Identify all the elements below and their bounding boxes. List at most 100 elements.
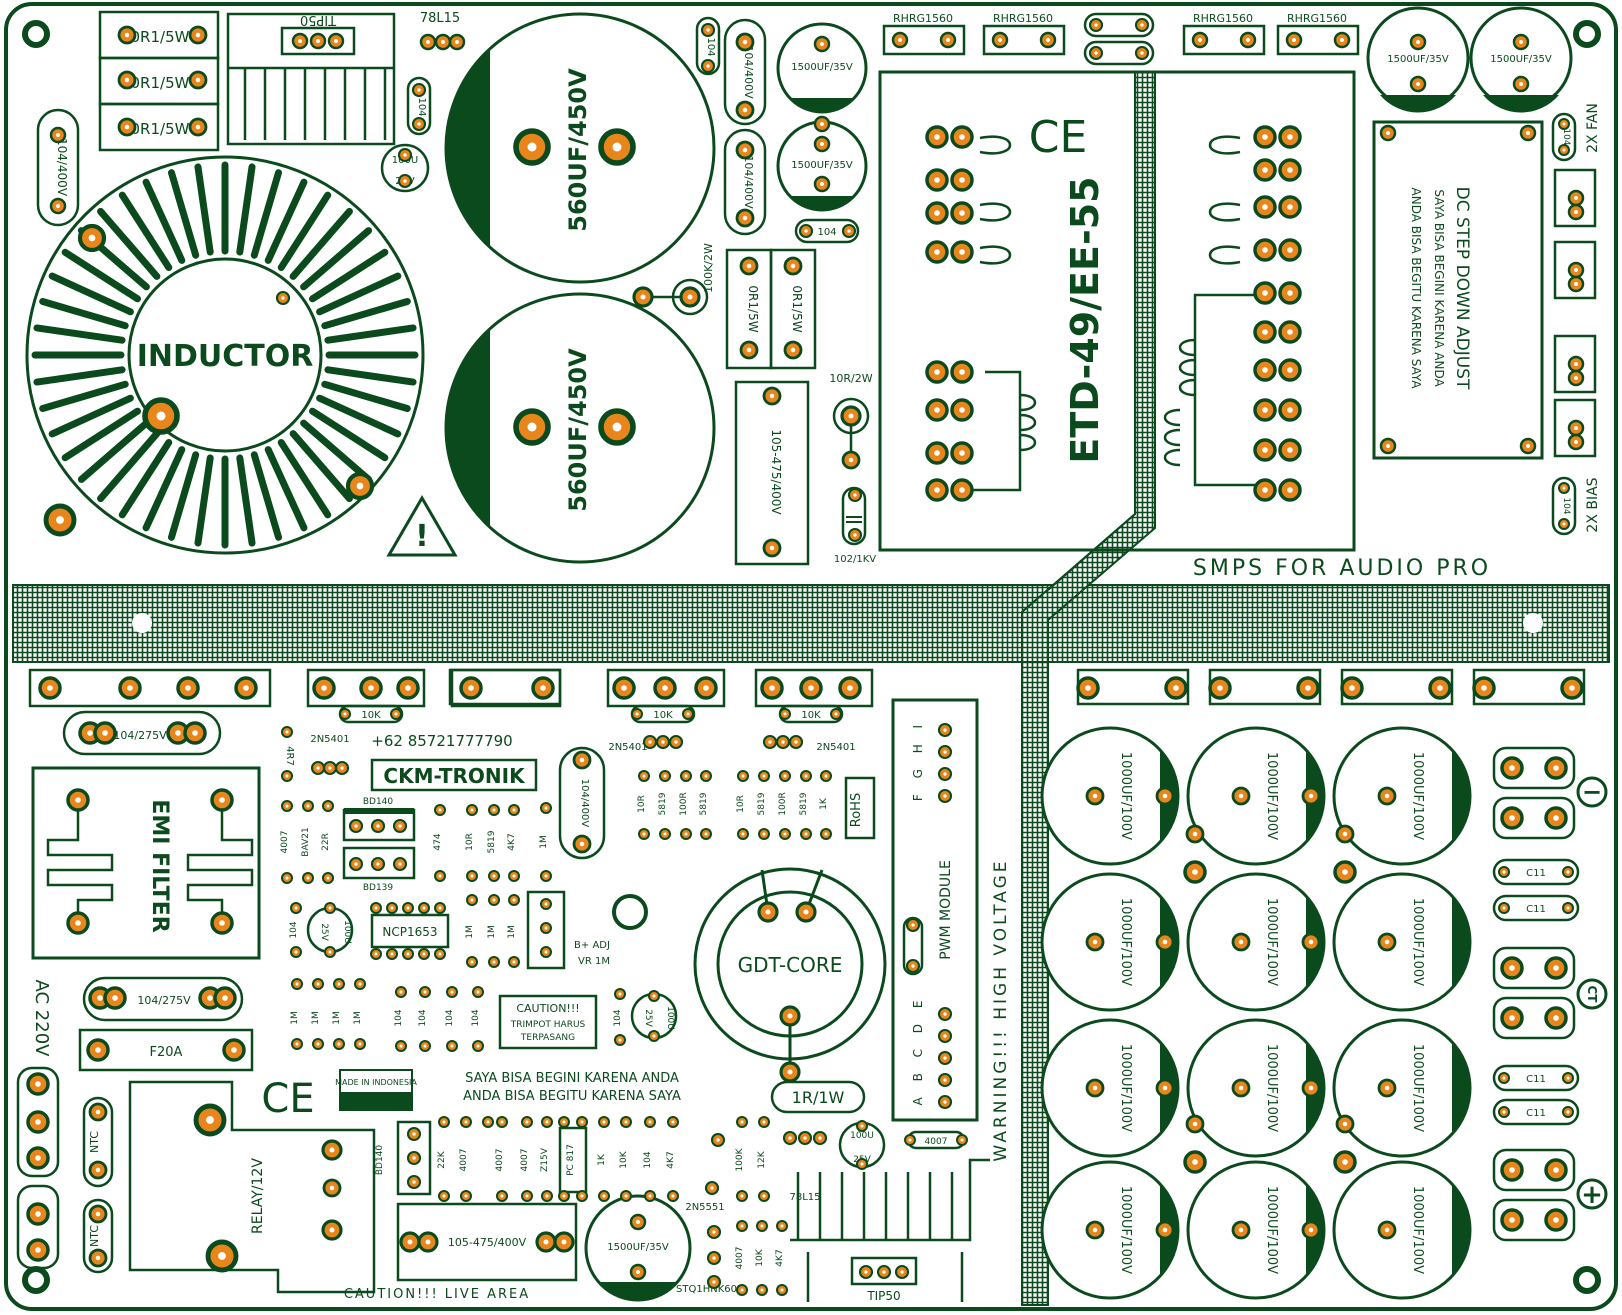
cap-1000-label: 1000UF/100V: [1118, 752, 1133, 840]
pad-drill: [960, 1138, 964, 1142]
inductor-toroid: [25, 155, 425, 555]
d-4007-f: 4007: [735, 1247, 745, 1270]
cap-104-bias: 104: [1561, 497, 1571, 514]
cap-1000-label: 1000UF/100V: [1118, 898, 1133, 986]
test-point: [612, 894, 648, 930]
pad-drill: [358, 982, 362, 986]
pad-drill: [580, 1194, 584, 1198]
d-bav21: BAV21: [301, 827, 311, 856]
cap-104-c: [695, 16, 721, 76]
cap-105-475-b-body: [396, 1202, 578, 1282]
winding-spoke: [48, 394, 134, 438]
z-z15v: Z15V: [540, 1147, 550, 1172]
tip50-top: TIP50: [300, 12, 337, 27]
tip50-bottom: TIP50: [866, 1289, 900, 1303]
pad-drill: [1092, 939, 1098, 945]
winding-spoke: [321, 380, 411, 413]
pad-drill: [642, 774, 646, 778]
pad-drill: [943, 1078, 947, 1082]
pwm-module: PWM MODULE: [938, 860, 954, 960]
pad-drill: [1308, 1227, 1314, 1233]
pad-drill: [1287, 134, 1293, 140]
cap-1000-body: [1040, 1160, 1180, 1300]
pad-drill: [417, 88, 421, 92]
caution-trim-3: TERPASANG: [520, 1033, 575, 1043]
pad-drill: [1566, 870, 1570, 874]
pad-drill: [316, 39, 320, 43]
pad-drill: [580, 1120, 584, 1124]
pad-drill: [1342, 1159, 1348, 1165]
pad-drill: [621, 685, 627, 691]
pad-drill: [624, 1194, 628, 1198]
cap-1500-c: 1500UF/35V: [1387, 54, 1449, 65]
winding-spoke: [61, 248, 142, 303]
pad-drill: [354, 824, 358, 828]
pad-drill: [684, 774, 688, 778]
cap-1000-body: [1186, 872, 1326, 1012]
dc-step-line2: ANDA BISA BEGITU KARENA SAYA: [1409, 188, 1423, 390]
cap-104-c-label: 104: [705, 37, 716, 56]
res-10k-b: 10K: [653, 710, 673, 721]
pad-drill: [765, 909, 771, 915]
pad-drill: [1092, 793, 1098, 799]
pad-drill: [848, 457, 854, 463]
pad-drill: [769, 545, 775, 551]
fuse-holder: [78, 1028, 254, 1072]
pad-drill: [321, 685, 327, 691]
pad-drill: [425, 1239, 431, 1245]
winding-spoke: [264, 446, 308, 532]
pad-drill: [943, 1034, 947, 1038]
winding-spoke: [250, 451, 283, 541]
pad-drill: [663, 774, 667, 778]
pad-drill: [219, 920, 225, 926]
bd140-b-body: [396, 1120, 432, 1196]
pad-drill: [1519, 82, 1523, 86]
cap-104-275-b-body: [82, 976, 244, 1022]
pad-drill: [1262, 447, 1268, 453]
res-22r: 22R: [321, 833, 331, 851]
pad-drill: [1287, 167, 1293, 173]
winding-spoke: [236, 163, 256, 256]
pad-drill: [1509, 815, 1515, 821]
pad-drill: [820, 142, 824, 146]
winding-spoke: [308, 248, 389, 303]
pad-drill: [422, 906, 426, 910]
pad-drill: [1140, 51, 1144, 55]
cap-100u-b: 100U: [342, 920, 352, 944]
pad-drill: [464, 1120, 468, 1124]
diode-2: RHRG1560: [993, 12, 1053, 25]
pad-drill: [374, 906, 378, 910]
cap-1000-label: 1000UF/100V: [1410, 898, 1425, 986]
cap-1000-label: 1000UF/100V: [1118, 1186, 1133, 1274]
pad-drill: [438, 808, 442, 812]
res-100k-body: [671, 278, 709, 316]
cap-1500-d-body: [1469, 6, 1573, 113]
pad-drill: [741, 832, 745, 836]
pad-drill: [492, 874, 496, 878]
pad-drill: [294, 906, 298, 910]
cap-104-top-label: 104: [416, 97, 427, 116]
res-1m-d: 1M: [507, 925, 517, 939]
pad-drill: [195, 32, 201, 38]
pad-drill: [527, 422, 537, 432]
pad-drill: [1574, 362, 1578, 366]
pad-drill: [492, 960, 496, 964]
cap-560-a: 560UF/450V: [564, 68, 592, 232]
pad-drill: [943, 750, 947, 754]
plus-label: +: [1581, 1180, 1603, 1210]
pad-drill: [706, 64, 710, 68]
pad-drill: [898, 38, 902, 42]
res-0r1-e: 0R1/5W: [790, 285, 804, 332]
pad-drill: [441, 40, 445, 44]
ic-ncp-body: [370, 913, 450, 949]
heatsink-top: [226, 12, 396, 146]
ntc-b: NTC: [88, 1225, 101, 1247]
mounting-holes: [22, 20, 1601, 1294]
pad-drill: [1509, 1167, 1515, 1173]
pad-drill: [438, 906, 442, 910]
winding-spoke: [48, 272, 134, 316]
pad-drill: [1553, 765, 1559, 771]
cap-1500-c-body: [1366, 6, 1470, 113]
pad-drill: [1386, 131, 1390, 135]
res-12k: 12K: [757, 1150, 767, 1168]
